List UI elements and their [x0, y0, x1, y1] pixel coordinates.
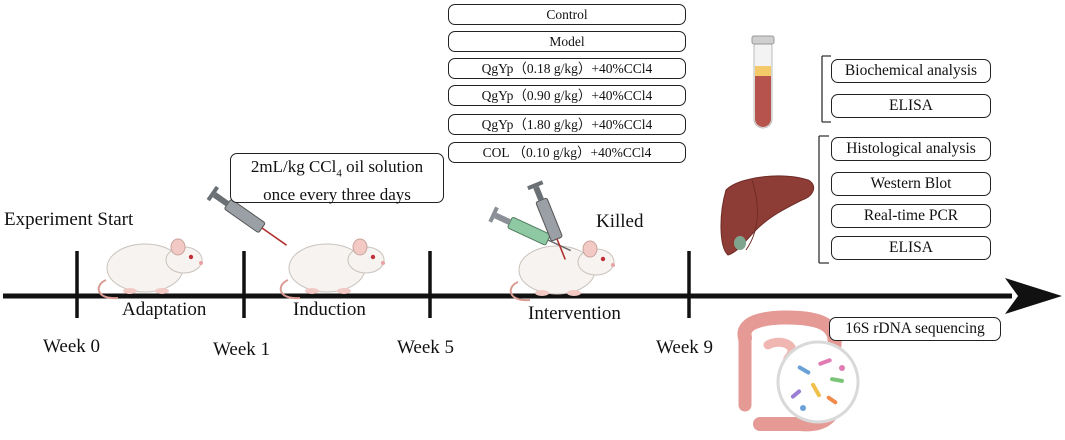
- induction-note-line1-prefix: 2mL/kg CCl: [250, 157, 337, 176]
- phase-intervention: Intervention: [528, 303, 621, 324]
- syringe-icon: [527, 180, 566, 260]
- microbiome-icon: [776, 340, 860, 424]
- experiment-start-label: Experiment Start: [4, 209, 134, 230]
- week-9-label: Week 9: [656, 337, 714, 358]
- induction-note: 2mL/kg CCl4 oil solution once every thre…: [230, 153, 444, 205]
- phase-adaptation: Adaptation: [122, 299, 207, 320]
- analysis-real-time-pcr: Real-time PCR: [831, 204, 991, 228]
- blood-tube-icon: [751, 35, 775, 129]
- group-control: Control: [448, 4, 686, 25]
- analysis-biochemical: Biochemical analysis: [831, 59, 991, 83]
- phase-induction: Induction: [293, 299, 366, 320]
- induction-note-line2: once every three days: [263, 185, 411, 205]
- syringe-green-icon: [488, 206, 571, 252]
- phase-killed: Killed: [596, 211, 644, 232]
- week-0-label: Week 0: [43, 336, 101, 357]
- rat-icon: [509, 240, 615, 302]
- analysis-elisa-blood: ELISA: [831, 94, 991, 118]
- rat-icon: [279, 238, 385, 300]
- induction-note-line1-suffix: oil solution: [341, 157, 424, 176]
- analysis-elisa-liver: ELISA: [831, 236, 991, 260]
- bracket-liver: [818, 135, 829, 264]
- syringe-icon: [206, 185, 288, 246]
- week-5-label: Week 5: [397, 337, 455, 358]
- induction-note-line1-sub: 4: [336, 167, 342, 180]
- timeline-arrowhead: [1005, 278, 1062, 314]
- group-col: COL （0.10 g/kg）+40%CCl4: [448, 142, 686, 163]
- analysis-16s-sequencing: 16S rDNA sequencing: [829, 317, 1001, 341]
- rat-icon: [97, 238, 203, 300]
- analysis-western-blot: Western Blot: [831, 172, 991, 196]
- bracket-blood: [821, 55, 831, 123]
- liver-icon: [720, 175, 815, 256]
- group-qgyp-mid: QgYp（0.90 g/kg）+40%CCl4: [448, 85, 686, 106]
- group-qgyp-low: QgYp（0.18 g/kg）+40%CCl4: [448, 58, 686, 79]
- week-1-label: Week 1: [213, 339, 271, 360]
- group-qgyp-high: QgYp（1.80 g/kg）+40%CCl4: [448, 114, 686, 135]
- group-model: Model: [448, 31, 686, 52]
- analysis-histological: Histological analysis: [831, 137, 991, 161]
